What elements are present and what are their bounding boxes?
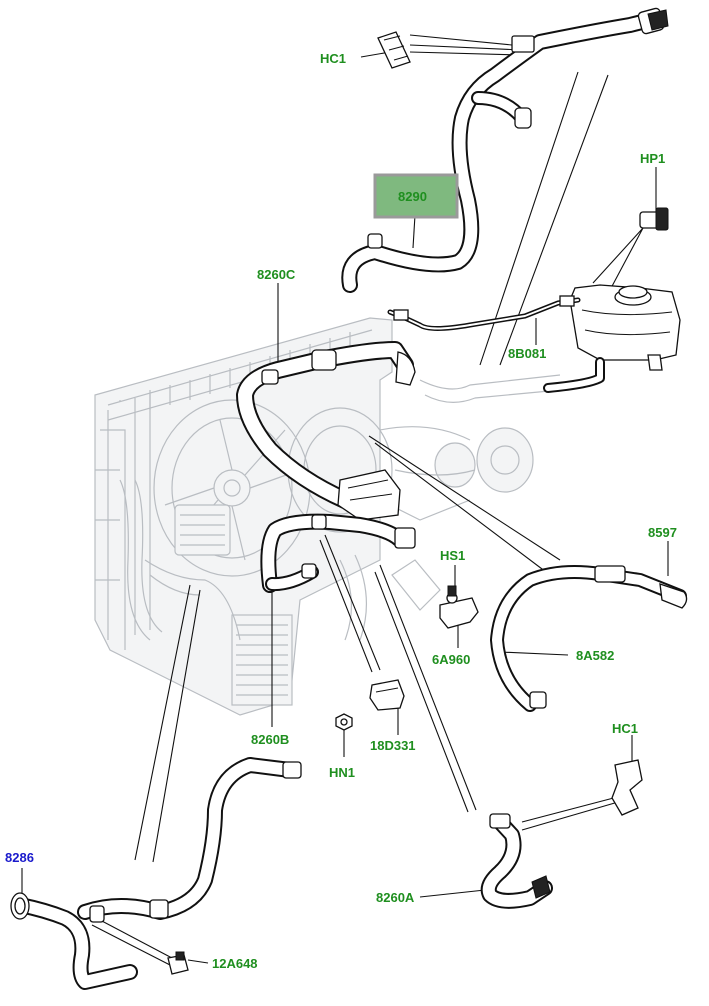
label-6a960[interactable]: 6A960 [432,652,470,667]
label-hp1[interactable]: HP1 [640,151,665,166]
hose-8b081[interactable] [387,295,581,331]
label-8260a[interactable]: 8260A [376,890,415,905]
label-hn1[interactable]: HN1 [329,765,355,780]
label-8260c[interactable]: 8260C [257,267,296,282]
nut-hn1[interactable] [335,713,353,731]
hose-8260a[interactable] [480,813,553,909]
leader-lines [21,34,669,966]
callout-labels: HC1 8290 HP1 8260C 8B081 8597 HS1 6A960 … [5,51,677,971]
hose-8260b[interactable] [260,513,416,593]
hose-8a582[interactable] [490,565,688,712]
label-8a582[interactable]: 8A582 [576,648,614,663]
label-18d331[interactable]: 18D331 [370,738,416,753]
label-8260b[interactable]: 8260B [251,732,289,747]
sensor-18d331[interactable] [369,679,405,711]
label-8b081[interactable]: 8B081 [508,346,546,361]
label-hc1-bottom[interactable]: HC1 [612,721,638,736]
label-hc1-top[interactable]: HC1 [320,51,346,66]
label-hs1[interactable]: HS1 [440,548,465,563]
hose-8286[interactable] [10,757,302,990]
label-12a648[interactable]: 12A648 [212,956,258,971]
thermostat-housing[interactable] [337,469,401,521]
bracket-6a960[interactable] [439,585,479,629]
highlight-8290 [373,173,459,219]
clip-hc1-bottom[interactable] [611,759,643,816]
clip-12a648[interactable] [167,951,189,975]
label-8290[interactable]: 8290 [398,189,427,204]
label-8597[interactable]: 8597 [648,525,677,540]
clip-hc1-top[interactable] [377,31,411,69]
coolant-expansion-tank[interactable] [543,207,681,393]
radiator-fan-assembly-ghost [94,317,561,716]
hose-8290[interactable] [341,7,669,293]
hose-8260c[interactable] [236,341,416,509]
label-8286[interactable]: 8286 [5,850,34,865]
